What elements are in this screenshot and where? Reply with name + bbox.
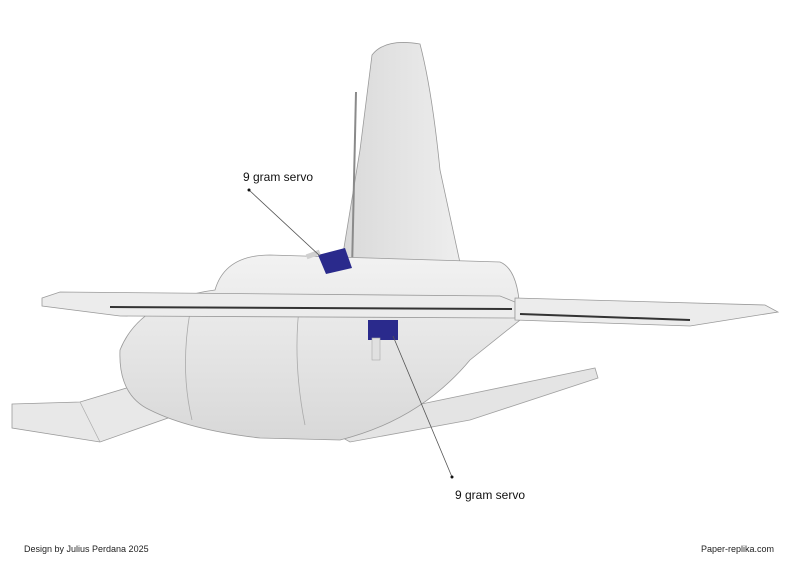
left-stabilizer — [41, 291, 516, 319]
leader-line-bottom — [392, 335, 453, 478]
vertical-fin — [339, 42, 463, 273]
servo-elevator — [368, 320, 398, 340]
servo-rudder — [318, 248, 352, 274]
leader-line-top — [248, 189, 321, 257]
website-credit: Paper-replika.com — [700, 544, 774, 554]
servo-label-top: 9 gram servo — [243, 170, 314, 184]
designer-credit: Design by Julius Perdana 2025 — [24, 544, 149, 554]
right-wing — [318, 367, 599, 443]
servo-label-bottom: 9 gram servo — [455, 488, 526, 502]
right-stabilizer — [514, 297, 780, 327]
